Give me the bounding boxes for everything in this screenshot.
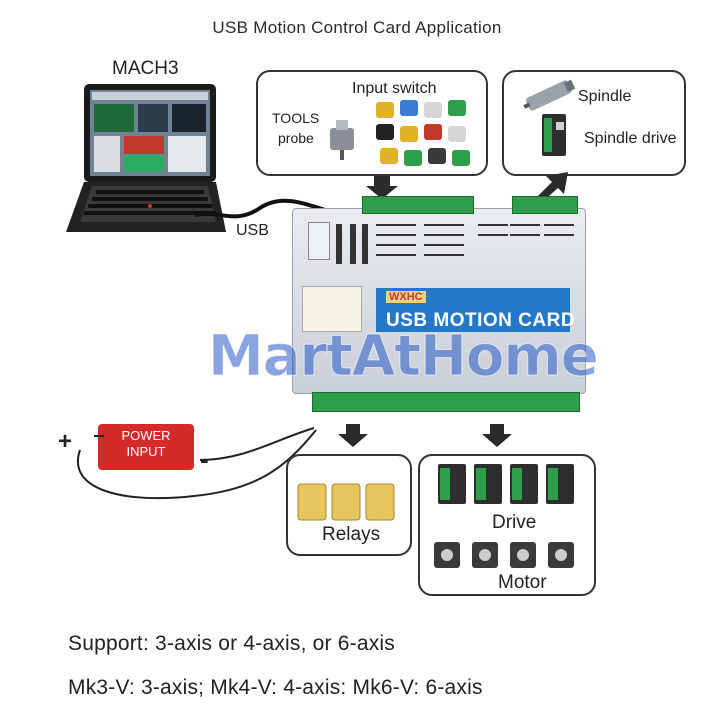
bottom-terminal [312,392,580,412]
spindle-box [502,70,686,176]
drives-icon [438,464,574,504]
card-top-labels [336,224,574,264]
input-switches-icon [376,100,470,166]
power-line1: POWER [121,428,171,443]
probe-icon [330,120,354,160]
input-arrow-icon [366,176,398,199]
mach3-label: MACH3 [112,58,179,79]
input-switch-label: Input switch [352,80,437,97]
usb-label: USB [236,222,269,239]
diagram-title: USB Motion Control Card Application [212,18,502,37]
drive-label: Drive [492,512,537,533]
power-line2: INPUT [126,444,166,459]
laptop-icon [66,84,226,232]
spindle-drive-label: Spindle drive [584,130,677,147]
power-plus: + [58,428,73,455]
motor-label: Motor [498,572,547,593]
top-terminal-right [512,196,578,214]
card-sticker [302,286,362,332]
relays-arrow-icon [338,424,368,447]
top-terminal-left [362,196,474,214]
spindle-arrow-icon [536,172,568,202]
laptop [66,82,226,242]
watermark: MartAtHome [208,324,600,390]
motors-icon [434,542,574,568]
card-banner-text: USB MOTION CARD [386,310,576,331]
support-text: Support: 3-axis or 4-axis, or 6-axis [68,632,395,655]
power-wires [77,427,317,500]
spindle-icon [523,79,576,111]
input-switch-box [256,70,488,176]
power-input: POWER INPUT [98,424,194,470]
usb-cable [194,198,326,219]
relays-label: Relays [322,524,381,545]
spindle-drive-icon [542,114,566,156]
tools-label: TOOLS [272,110,320,126]
card-logo: WXHC [386,291,426,303]
spindle-label: Spindle [578,88,632,105]
relays-icon [297,483,395,521]
drive-arrow-icon [482,424,512,447]
usb-port [308,222,330,260]
models-text: Mk3-V: 3-axis; Mk4-V: 4-axis: Mk6-V: 6-a… [68,676,483,699]
probe-label: probe [278,130,314,146]
